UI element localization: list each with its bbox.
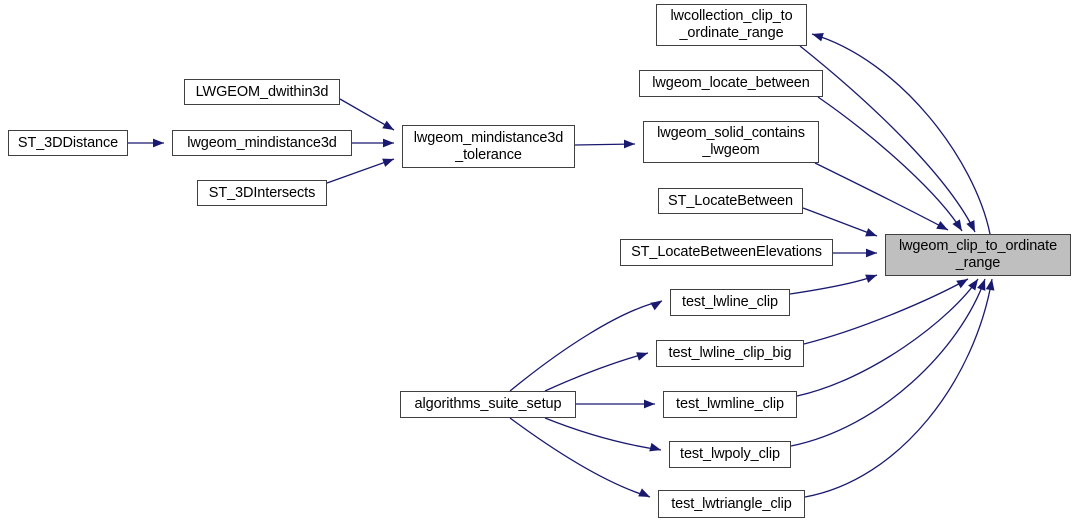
arrowhead-e-testlwtri-clip	[985, 279, 995, 291]
graph-node-lwgeom_solid_contains_lwgeom[interactable]: lwgeom_solid_contains _lwgeom	[643, 121, 819, 163]
edge-e-setup-lwline	[509, 300, 663, 392]
edge-e-3dint-tol	[326, 158, 395, 184]
graph-node-test_lwtriangle_clip[interactable]: test_lwtriangle_clip	[658, 490, 805, 518]
graph-node-st_3ddistance[interactable]: ST_3DDistance	[8, 130, 128, 156]
arrowhead-e-setup-lwlinebig	[636, 352, 648, 361]
arrowhead-e-setup-lwtri	[638, 488, 650, 497]
arrowhead-e-clip-lwcoll	[812, 33, 824, 42]
graph-node-lwgeom_mindistance3d_tol[interactable]: lwgeom_mindistance3d _tolerance	[402, 125, 575, 168]
arrowhead-e-solid-clip	[936, 220, 948, 230]
graph-node-st_3dintersects[interactable]: ST_3DIntersects	[197, 180, 327, 206]
edge-e-testlwlinebig-clip	[803, 278, 969, 345]
arrowhead-e-testlwmline-clip	[968, 279, 978, 291]
edge-e-testlwmline-clip	[796, 278, 979, 397]
edge-e-setup-lwtri	[509, 417, 651, 498]
edge-e-setup-lwlinebig	[544, 352, 649, 392]
graph-node-test_lwmline_clip[interactable]: test_lwmline_clip	[663, 391, 797, 418]
graph-node-lwgeom_dwithin3d[interactable]: LWGEOM_dwithin3d	[184, 79, 340, 105]
arrowhead-e-setup-lwline	[650, 301, 662, 311]
graph-node-test_lwpoly_clip[interactable]: test_lwpoly_clip	[669, 441, 791, 468]
arrowhead-e-3dint-tol	[382, 158, 394, 167]
edge-e-setup-lwpoly	[544, 417, 662, 451]
graph-node-lwgeom_clip_to_ordinate_range[interactable]: lwgeom_clip_to_ordinate _range	[885, 234, 1071, 276]
edge-e-testlwline-clip	[789, 274, 878, 295]
arrowhead-e-setup-lwpoly	[649, 442, 661, 452]
edge-e-testlwtri-clip	[804, 278, 993, 498]
arrowhead-e-lwcoll-clip	[966, 220, 975, 232]
arrowhead-e-st3dd-lwmin3d	[153, 138, 164, 148]
arrowhead-e-lwmin3d-tol	[383, 138, 394, 148]
edge-e-clip-lwcoll	[811, 33, 991, 235]
arrowhead-e-locbetween-clip	[952, 219, 962, 231]
edge-e-locbetween-clip	[817, 96, 963, 232]
edge-e-lwcoll-clip	[799, 45, 976, 233]
edge-e-stlocbet-clip	[802, 207, 878, 237]
graph-node-algorithms_suite_setup[interactable]: algorithms_suite_setup	[400, 391, 576, 418]
arrowhead-e-testlwlinebig-clip	[956, 279, 968, 289]
arrowhead-e-stlocbetelev-clip	[866, 248, 877, 258]
graph-node-lwcollection_clip[interactable]: lwcollection_clip_to _ordinate_range	[656, 4, 807, 46]
arrowhead-e-testlwpoly-clip	[977, 279, 986, 291]
graph-node-lwgeom_mindistance3d[interactable]: lwgeom_mindistance3d	[172, 130, 352, 156]
arrowhead-e-dwithin-tol	[382, 120, 394, 130]
arrowhead-e-setup-lwmline	[644, 399, 655, 409]
graph-node-test_lwline_clip_big[interactable]: test_lwline_clip_big	[656, 340, 804, 367]
edge-e-dwithin-tol	[339, 98, 395, 131]
graph-node-lwgeom_locate_between[interactable]: lwgeom_locate_between	[639, 70, 823, 97]
edge-e-tol-solid	[574, 143, 636, 146]
arrowhead-e-tol-solid	[624, 139, 635, 149]
edge-e-solid-clip	[814, 162, 949, 231]
graph-node-st_locatebetweenelevations[interactable]: ST_LocateBetweenElevations	[620, 239, 833, 266]
graph-node-st_locatebetween[interactable]: ST_LocateBetween	[658, 188, 803, 214]
arrowhead-e-stlocbet-clip	[865, 228, 877, 237]
edge-e-testlwpoly-clip	[790, 278, 986, 447]
graph-node-test_lwline_clip[interactable]: test_lwline_clip	[670, 289, 790, 316]
arrowhead-e-testlwline-clip	[865, 274, 877, 283]
